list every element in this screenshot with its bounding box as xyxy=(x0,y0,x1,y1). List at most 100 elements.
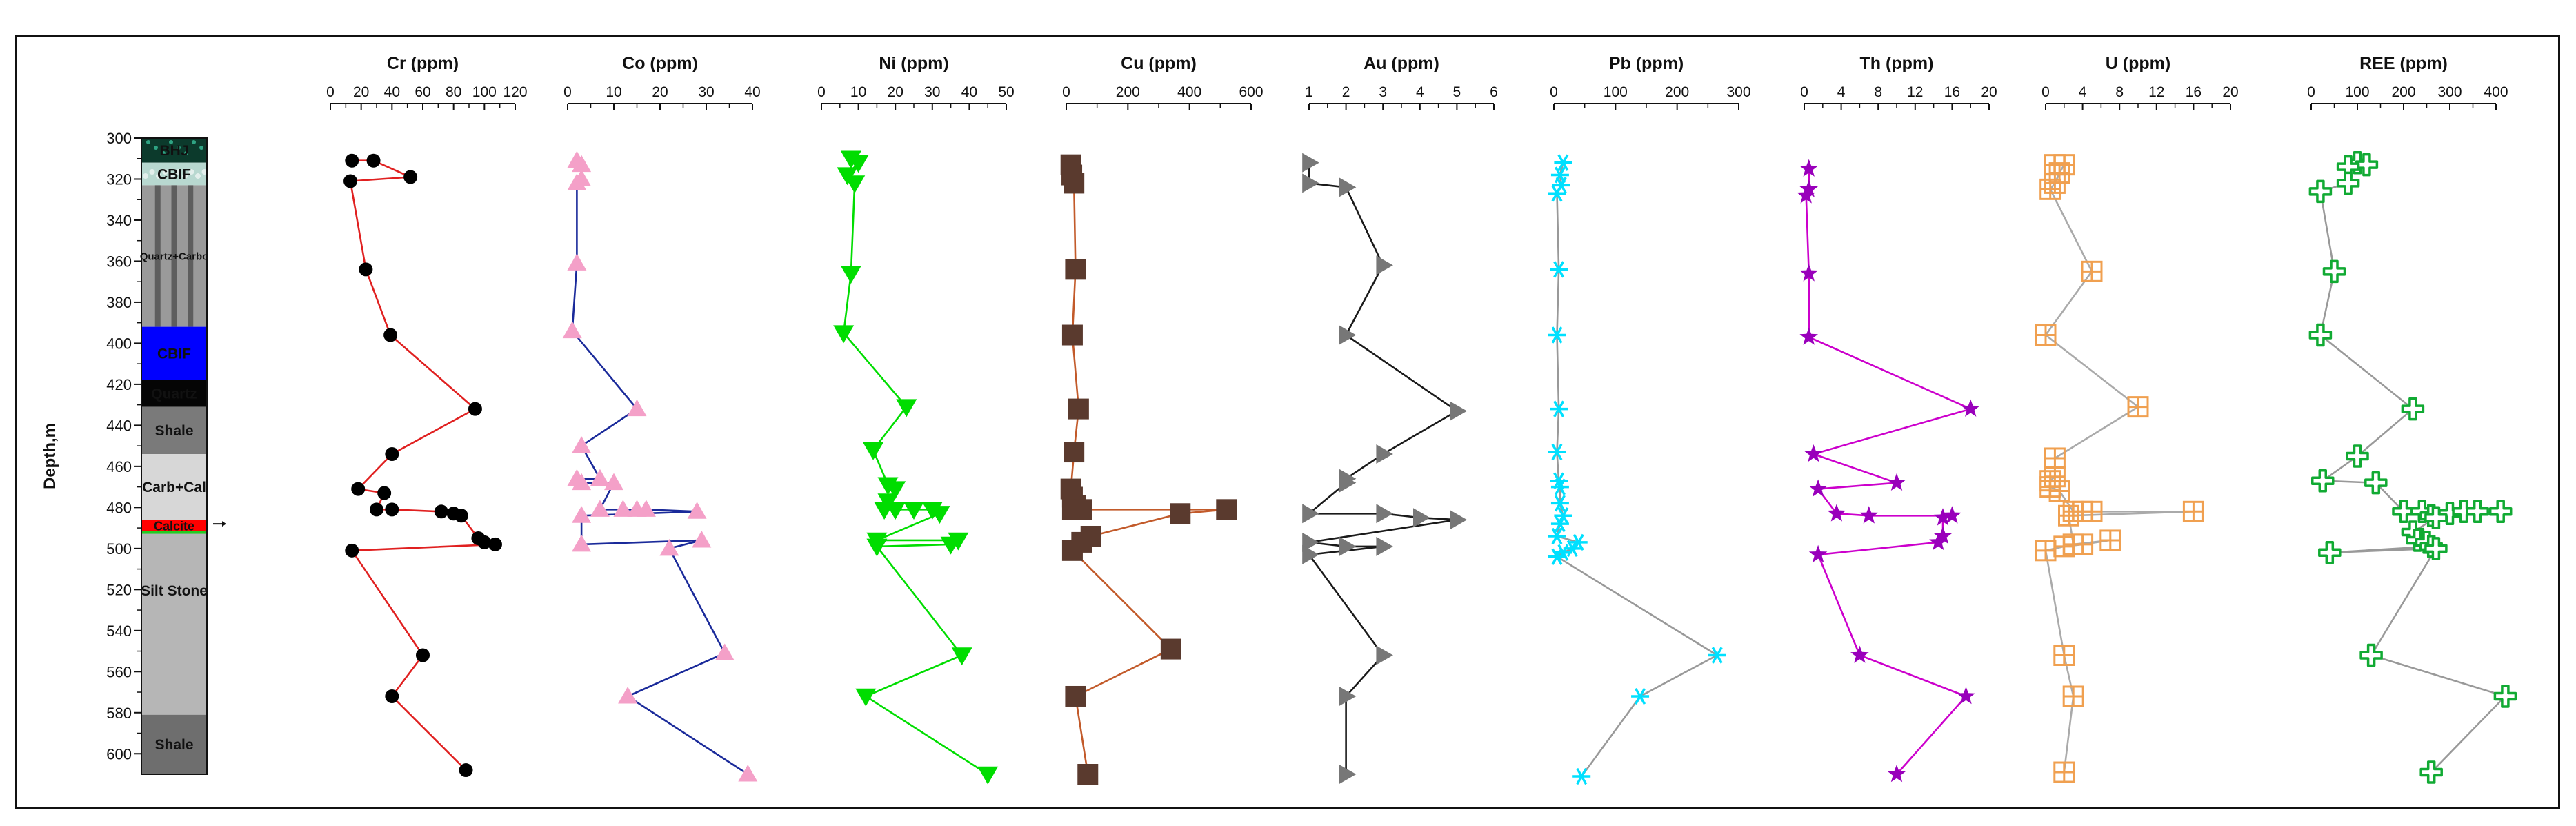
data-point-Pb-18 xyxy=(1708,647,1726,664)
panel-tick-label-Th-16: 16 xyxy=(1944,84,1960,100)
litho-texture xyxy=(175,169,181,175)
litho-band-Carb+Cal xyxy=(141,454,207,520)
data-point-Th-1 xyxy=(1799,179,1818,197)
data-point-REE-11 xyxy=(2392,500,2415,524)
data-point-U-16 xyxy=(2182,500,2204,522)
data-point-Cr-16 xyxy=(477,535,492,549)
panel-tick-label-Cr-20: 20 xyxy=(353,84,369,100)
depth-tick-label-580: 580 xyxy=(106,705,132,722)
data-point-Cr-17 xyxy=(488,537,502,551)
litho-column-border xyxy=(141,137,208,775)
litho-texture xyxy=(177,146,181,150)
data-point-Cu-17 xyxy=(1160,638,1181,660)
panel-tick-label-REE-0: 0 xyxy=(2307,84,2315,100)
litho-label-Silt Stone: Silt Stone xyxy=(141,583,208,599)
data-point-Co-12 xyxy=(590,500,610,517)
data-point-Cr-4 xyxy=(359,262,373,277)
data-point-Cu-5 xyxy=(1068,398,1089,420)
depth-tick-label-500: 500 xyxy=(106,540,132,558)
panel-tick-label-Cu-200: 200 xyxy=(1116,84,1140,100)
depth-tick-label-300: 300 xyxy=(106,130,132,147)
panel-tick-label-Th-4: 4 xyxy=(1837,84,1846,100)
panel-title-Cu: Cu (ppm) xyxy=(1121,54,1197,73)
data-point-Au-11 xyxy=(1413,508,1430,528)
data-point-Pb-0-stroke xyxy=(1557,154,1569,171)
data-point-REE-17 xyxy=(2488,500,2513,524)
data-point-Cu-13 xyxy=(1170,503,1191,524)
litho-label-CBIF: CBIF xyxy=(157,346,191,362)
data-point-REE-24 xyxy=(2424,537,2448,560)
litho-texture xyxy=(192,140,196,144)
data-point-Th-3 xyxy=(1799,264,1818,282)
data-point-Au-2 xyxy=(1339,177,1357,197)
data-point-Co-4 xyxy=(567,253,587,271)
data-point-Ni-18 xyxy=(940,536,961,555)
data-point-Au-13 xyxy=(1302,532,1319,552)
data-point-Pb-6 xyxy=(1550,400,1568,417)
panel-tick-label-Pb-0: 0 xyxy=(1550,84,1558,100)
panel-tick-label-Ni-40: 40 xyxy=(961,84,977,100)
litho-texture xyxy=(169,173,174,179)
data-point-Au-17 xyxy=(1376,645,1393,665)
panel-tick-label-Pb-200: 200 xyxy=(1665,84,1689,100)
data-point-REE-23 xyxy=(2318,541,2342,564)
depth-tick-label-440: 440 xyxy=(106,417,132,434)
series-line-Co xyxy=(571,159,749,776)
litho-texture xyxy=(195,173,201,179)
data-point-Cr-1 xyxy=(366,153,381,168)
panel-tick-label-Cu-600: 600 xyxy=(1239,84,1263,100)
litho-stripe xyxy=(154,185,161,327)
data-point-Cu-3 xyxy=(1065,259,1086,280)
data-point-REE-9 xyxy=(2311,469,2335,493)
litho-calcite-base-line xyxy=(141,531,207,534)
data-point-U-25 xyxy=(2053,761,2075,783)
depth-tick-label-420: 420 xyxy=(106,376,132,393)
data-point-Pb-17 xyxy=(1548,548,1566,565)
depth-tick-label-320: 320 xyxy=(106,170,132,188)
depth-tick-label-460: 460 xyxy=(106,458,132,475)
litho-band-Shale-lower xyxy=(141,714,207,774)
data-point-Au-5 xyxy=(1450,401,1468,421)
panel-tick-label-U-16: 16 xyxy=(2186,84,2201,100)
panel-tick-label-Ni-30: 30 xyxy=(924,84,940,100)
data-point-Ni-1 xyxy=(848,155,869,173)
data-point-U-22 xyxy=(2035,540,2057,562)
data-point-Cr-11 xyxy=(385,502,399,517)
panel-tick-label-Au-2: 2 xyxy=(1342,84,1350,100)
panel-title-REE: REE (ppm) xyxy=(2359,54,2448,73)
litho-label-Carb+Cal: Carb+Cal xyxy=(142,480,206,495)
data-point-Pb-3 xyxy=(1548,185,1566,202)
series-line-Ni xyxy=(842,157,988,776)
data-point-Pb-7-stroke xyxy=(1551,443,1563,461)
data-point-Co-1 xyxy=(572,155,592,173)
data-point-Co-3 xyxy=(567,173,587,190)
data-point-Au-3 xyxy=(1376,255,1393,275)
data-point-REE-16 xyxy=(2466,500,2489,524)
data-point-Au-0 xyxy=(1302,153,1319,173)
panel-tick-label-Co-10: 10 xyxy=(606,84,621,100)
data-point-Ni-4 xyxy=(840,266,861,284)
data-point-Th-5 xyxy=(1961,399,1980,417)
litho-texture xyxy=(201,169,208,175)
series-line-Pb xyxy=(1556,162,1718,777)
data-point-Co-11 xyxy=(604,473,623,491)
litho-band-Silt Stone xyxy=(141,532,207,715)
data-point-Ni-3 xyxy=(844,175,866,194)
data-point-Th-12 xyxy=(1933,508,1953,526)
data-point-Au-14 xyxy=(1339,536,1357,556)
panel-tick-label-Pb-300: 300 xyxy=(1726,84,1750,100)
data-point-Cr-9 xyxy=(377,486,392,500)
litho-band-Shale-upper xyxy=(141,406,207,455)
data-point-Pb-11-stroke xyxy=(1557,507,1569,524)
data-point-Ni-13 xyxy=(903,502,924,520)
panel-tick-label-Au-6: 6 xyxy=(1490,84,1498,100)
data-point-U-15 xyxy=(2081,500,2103,522)
data-point-REE-18 xyxy=(2424,506,2448,529)
data-point-Th-9 xyxy=(1827,504,1846,522)
data-point-U-19 xyxy=(2099,529,2121,551)
data-point-Cu-2 xyxy=(1064,173,1085,194)
data-point-Co-6 xyxy=(627,399,647,417)
